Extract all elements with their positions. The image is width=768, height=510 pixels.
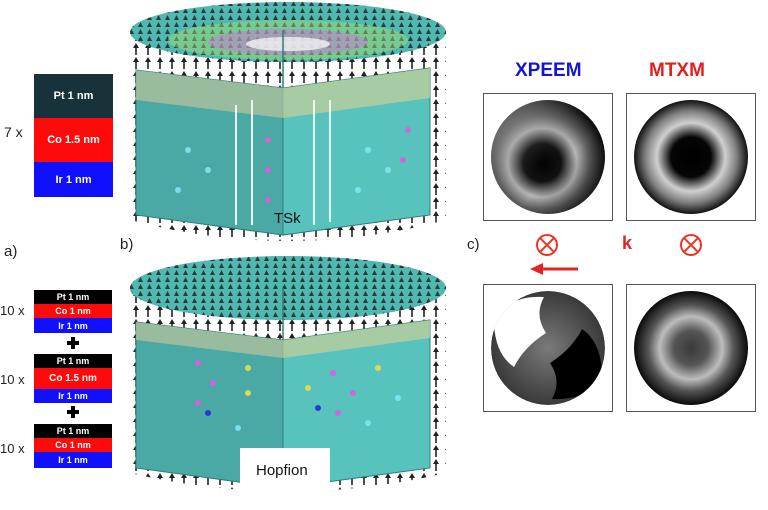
stack-single-layer-pt: Pt 1 nm (34, 74, 113, 118)
xpeem-tsk-image-frame (483, 93, 613, 221)
xpeem-tsk-image (484, 94, 612, 220)
stack-multi-2-layer-pt: Pt 1 nm (34, 354, 112, 368)
stack-single-layer-co: Co 1.5 nm (34, 118, 113, 162)
tsk-cylinder-illustration (118, 0, 458, 245)
mtxm-hopfion-image (627, 285, 755, 411)
stack-multi-2-layer-ir: Ir 1 nm (34, 389, 112, 403)
stack-multi-1-layer-ir: Ir 1 nm (34, 318, 112, 333)
xpeem-hopfion-image-frame (483, 284, 613, 412)
beam-into-page-icon (680, 234, 702, 256)
k-label: k (622, 233, 632, 254)
mtxm-title: MTXM (649, 60, 705, 82)
mtxm-tsk-image-frame (626, 93, 756, 221)
beam-into-page-icon (536, 234, 558, 256)
stack-multi-1-repeat: 10 x (0, 303, 25, 318)
stack-multi-3-layer-co: Co 1 nm (34, 438, 112, 452)
mtxm-hopfion-image-frame (626, 284, 756, 412)
plus-icon (67, 406, 79, 418)
arrow-left-icon (530, 262, 580, 276)
stack-multi-1-layer-pt: Pt 1 nm (34, 290, 112, 304)
hopfion-label: Hopfion (256, 462, 308, 479)
stack-multi-3-layer-pt: Pt 1 nm (34, 424, 112, 438)
stack-multi-1-layer-co: Co 1 nm (34, 304, 112, 318)
stack-multi-3-repeat: 10 x (0, 441, 25, 456)
tsk-label: TSk (274, 210, 301, 227)
stack-multi-2-repeat: 10 x (0, 372, 25, 387)
stack-multi-2-layer-co: Co 1.5 nm (34, 368, 112, 389)
stack-multi-3-layer-ir: Ir 1 nm (34, 452, 112, 468)
panel-c-letter: c) (467, 236, 480, 253)
stack-single-layer-ir: Ir 1 nm (34, 162, 113, 197)
plus-icon (67, 337, 79, 349)
mtxm-tsk-image (627, 94, 755, 220)
xpeem-title: XPEEM (515, 60, 582, 82)
panel-a-letter: a) (4, 243, 17, 260)
stack-single-repeat: 7 x (4, 124, 23, 140)
xpeem-hopfion-image (484, 285, 612, 411)
